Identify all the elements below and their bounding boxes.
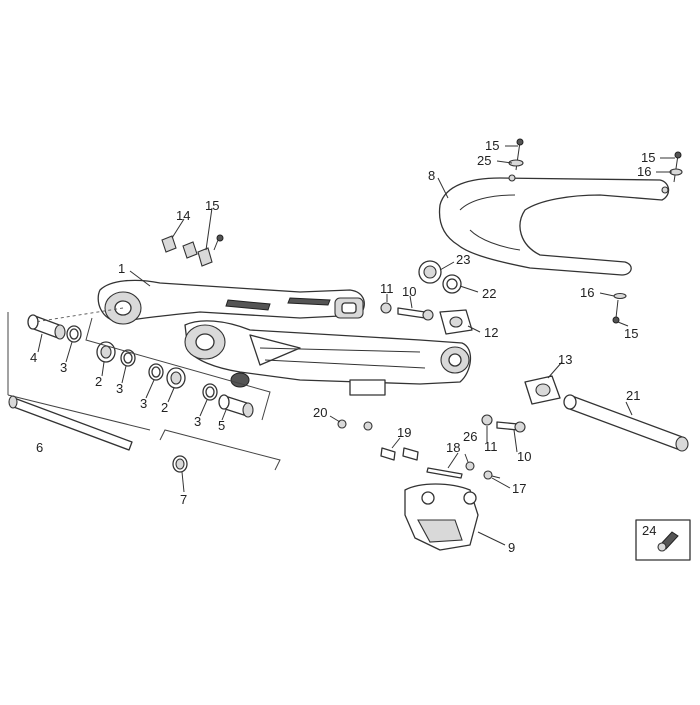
callout-11-lower: 11	[484, 439, 498, 454]
callout-3-mid: 3	[116, 381, 123, 396]
callout-2-left: 2	[95, 374, 102, 389]
nut-7	[172, 455, 188, 473]
guide-bracket-bearings	[85, 317, 271, 421]
callout-2-right: 2	[161, 400, 168, 415]
callout-10-lower: 10	[517, 449, 531, 464]
bolt-15-16-lower	[612, 292, 627, 324]
callout-4: 4	[30, 350, 37, 365]
pins-19	[380, 447, 419, 461]
callout-15-right: 15	[624, 326, 638, 341]
bolt-17	[483, 470, 501, 480]
callout-18: 18	[446, 440, 460, 455]
callout-6: 6	[36, 440, 43, 455]
callout-17: 17	[512, 481, 526, 496]
nuts-20	[337, 419, 373, 431]
callout-9: 9	[508, 540, 515, 555]
callout-19: 19	[397, 425, 411, 440]
nut-11-lower	[481, 414, 493, 426]
callout-13: 13	[558, 352, 572, 367]
pin-18	[426, 467, 463, 479]
ring-22	[442, 274, 462, 294]
callout-15-top: 15	[485, 138, 499, 153]
callout-16-top-right: 16	[637, 164, 651, 179]
bearing-23	[418, 260, 442, 284]
bearing-2-left	[96, 341, 136, 367]
callout-22: 22	[482, 286, 496, 301]
leader-lines	[37, 145, 675, 546]
bearing-2-right	[148, 363, 186, 389]
block-12	[439, 309, 473, 335]
callout-3-right: 3	[140, 396, 147, 411]
bolt-15-25	[508, 138, 524, 171]
chain-slider-part	[438, 174, 670, 276]
callout-23: 23	[456, 252, 470, 267]
washer-26	[465, 461, 475, 471]
callout-1: 1	[118, 261, 125, 276]
callout-3-far: 3	[194, 414, 201, 429]
callout-24: 24	[642, 523, 656, 538]
callout-15-top-right: 15	[641, 150, 655, 165]
sleeve-4	[27, 314, 66, 340]
callout-15-top-left: 15	[205, 198, 219, 213]
callout-12: 12	[484, 325, 498, 340]
guide-line-bolt-6	[7, 394, 151, 431]
callout-14: 14	[176, 208, 190, 223]
callout-11-upper: 11	[380, 281, 394, 296]
nut-11-upper	[380, 302, 392, 314]
bolt-10-upper	[397, 307, 434, 321]
box-24	[635, 519, 691, 561]
callout-21: 21	[626, 388, 640, 403]
guide-bracket-nut-7	[159, 429, 281, 471]
callout-25: 25	[477, 153, 491, 168]
callout-labels: 1 14 15 15 25 8 15 16 23 22 11 10 12 16 …	[30, 138, 656, 555]
callout-10-upper: 10	[402, 284, 416, 299]
bolt-6	[8, 395, 133, 451]
callout-8: 8	[428, 168, 435, 183]
clip-hardware-14	[161, 234, 224, 267]
axle-21	[563, 394, 689, 452]
bolt-10-lower	[496, 421, 526, 433]
swingarm-part	[97, 279, 472, 396]
callout-20: 20	[313, 405, 327, 420]
ring-3-sleeve-5	[202, 383, 254, 418]
callout-7: 7	[180, 492, 187, 507]
ring-3-left	[66, 325, 82, 343]
block-13	[524, 375, 561, 405]
callout-5: 5	[218, 418, 225, 433]
bracket-9	[404, 483, 479, 551]
callout-3-left: 3	[60, 360, 67, 375]
guide-dash-pivot	[34, 307, 124, 323]
callout-26: 26	[463, 429, 477, 444]
callout-16-right: 16	[580, 285, 594, 300]
bolt-15-16-right	[669, 151, 683, 183]
